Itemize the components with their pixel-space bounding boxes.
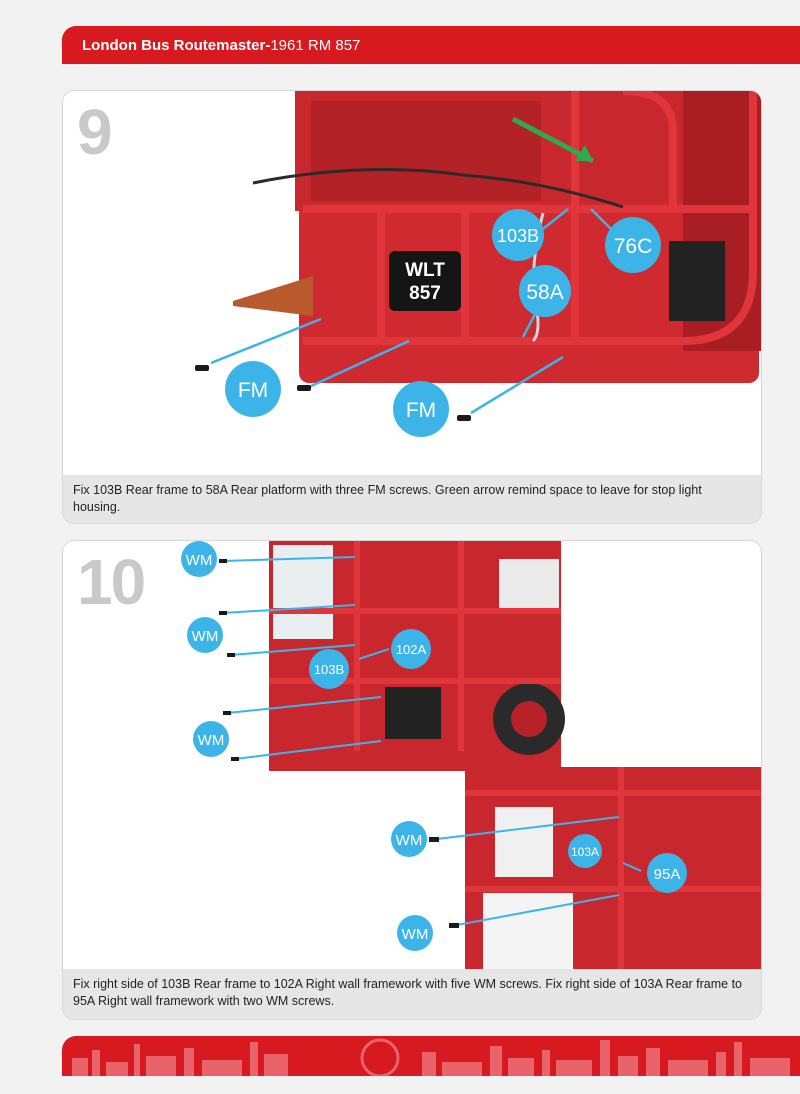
step-10-caption: Fix right side of 103B Rear frame to 102…: [63, 969, 761, 1019]
label-wm-1: WM: [186, 552, 213, 569]
screw-icon: [227, 653, 235, 657]
label-fm-2: FM: [406, 399, 436, 422]
screw-icon: [449, 923, 459, 928]
header-title-bold: London Bus Routemaster-: [82, 36, 271, 54]
step-10-illustration: WM WM 102A 103B WM WM 103A 95A WM: [181, 541, 761, 971]
label-102a: 102A: [396, 642, 427, 657]
step-9-caption: Fix 103B Rear frame to 58A Rear platform…: [63, 475, 761, 523]
bus-rear-window: [273, 545, 333, 639]
label-103b: 103B: [314, 662, 344, 677]
callout-line-fm2: [308, 339, 410, 389]
callout-line-wm4: [436, 816, 620, 840]
callout-line-wm1b: [222, 604, 356, 614]
label-103a: 103A: [571, 845, 599, 859]
label-103b: 103B: [497, 226, 539, 246]
callout-wm-3: [193, 721, 229, 757]
page-header: London Bus Routemaster-1961 RM 857: [62, 26, 800, 64]
step-number: 10: [77, 546, 146, 618]
bus-wheel-hub: [511, 701, 547, 737]
callout-fm-1: [225, 361, 281, 417]
callout-line-fm1: [210, 317, 322, 365]
bus-battery-box: [385, 687, 441, 739]
london-skyline-icon: [72, 1038, 790, 1076]
screw-icon: [231, 757, 239, 761]
label-95a: 95A: [654, 866, 681, 883]
label-76c: 76C: [614, 235, 653, 258]
callout-wm-5: [397, 915, 433, 951]
callout-line-wm2: [230, 644, 356, 656]
screw-icon: [219, 611, 227, 615]
screw-icon: [219, 559, 227, 563]
screw-icon: [297, 385, 311, 391]
bus-side-window: [499, 559, 559, 613]
screw-icon: [429, 837, 439, 842]
step-9-panel: WLT 857 103B 76C: [62, 90, 762, 524]
number-plate: [389, 251, 461, 311]
screw-icon: [195, 365, 209, 371]
rear-platform-58a: [233, 276, 313, 316]
green-arrow-icon: [511, 116, 595, 164]
plate-line2: 857: [409, 283, 441, 304]
step-number: 9: [77, 96, 113, 168]
plate-line1: WLT: [405, 260, 445, 281]
callout-wm-2: [187, 617, 223, 653]
callout-76c: [605, 217, 661, 273]
bus-battery-box: [669, 241, 725, 321]
callout-103a: [568, 834, 602, 868]
label-wm-5: WM: [402, 926, 429, 943]
callout-line-76c: [590, 208, 614, 232]
callout-line-95a: [622, 862, 642, 872]
label-wm-2: WM: [192, 628, 219, 645]
callout-wm-1: [181, 541, 217, 577]
label-fm-1: FM: [238, 379, 268, 402]
callout-line-wm5: [456, 894, 620, 926]
callout-line-wm1: [222, 556, 356, 562]
callout-103b: [309, 649, 349, 689]
screw-icon: [457, 415, 471, 421]
label-wm-4: WM: [396, 832, 423, 849]
step-10-panel: WM WM 102A 103B WM WM 103A 95A WM 10 Fix…: [62, 540, 762, 1020]
callout-line-wm3b: [234, 740, 382, 760]
callout-line-103b: [542, 208, 569, 230]
footer-skyline-banner: [62, 1036, 800, 1076]
label-wm-3: WM: [198, 732, 225, 749]
callout-58a: [519, 265, 571, 317]
callout-line-wm3: [226, 696, 382, 714]
rear-frame-103b: [303, 91, 757, 345]
callout-wm-4: [391, 821, 427, 857]
label-58a: 58A: [526, 281, 563, 304]
header-title-rest: 1961 RM 857: [270, 36, 361, 54]
bus-lower-opening: [483, 893, 573, 971]
callout-102a: [391, 629, 431, 669]
screw-icon: [223, 711, 231, 715]
step-9-illustration: WLT 857 103B 76C: [195, 91, 761, 437]
callout-95a: [647, 853, 687, 893]
bus-rear-window-frame: [311, 101, 541, 201]
callout-fm-2: [393, 381, 449, 437]
callout-line-fm3: [470, 355, 564, 415]
bus-side-opening: [495, 807, 553, 877]
wire-harness: [252, 168, 624, 209]
callout-line-102a: [358, 648, 390, 660]
callout-103b: [492, 209, 544, 261]
